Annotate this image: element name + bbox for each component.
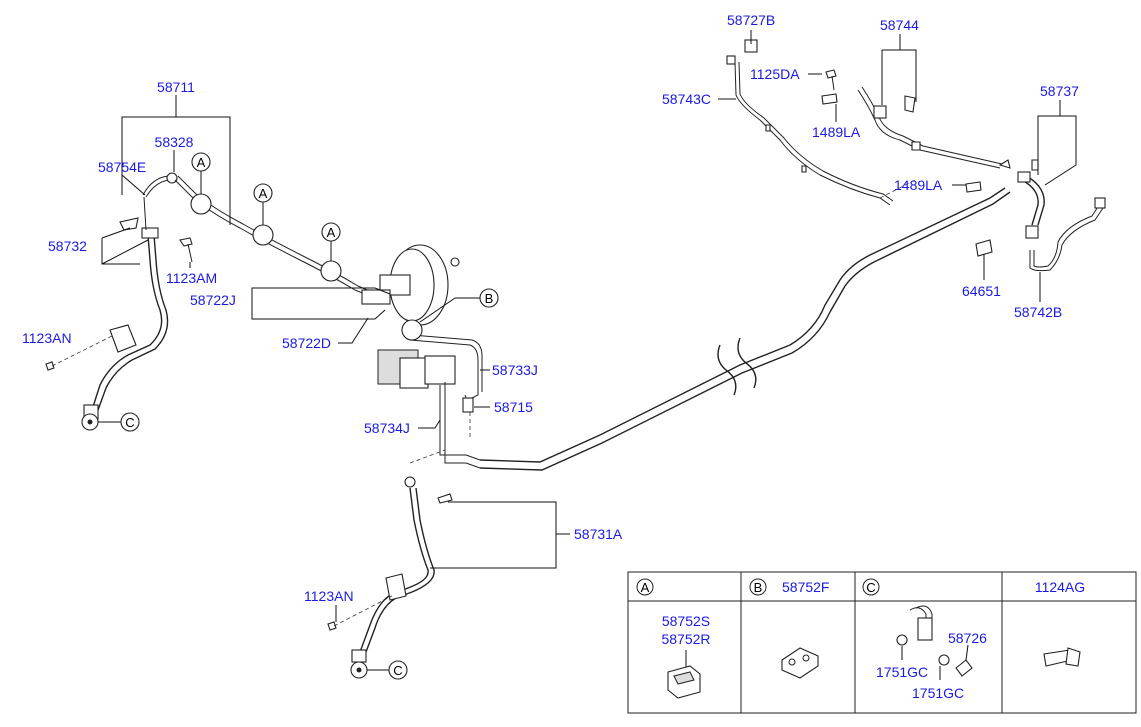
label-58722d: 58722D — [282, 335, 331, 351]
table-part-58752f: 58752F — [782, 579, 829, 595]
label-58731a: 58731A — [574, 526, 623, 542]
table-header-c: C — [866, 580, 875, 595]
table-part-58726: 58726 — [948, 630, 987, 646]
label-58711: 58711 — [157, 79, 195, 95]
leader-lines — [101, 30, 1077, 622]
table-header-1124ag: 1124AG — [1035, 579, 1085, 595]
label-58727b: 58727B — [727, 12, 775, 28]
label-58742b: 58742B — [1014, 304, 1062, 320]
washer-icon-b — [938, 654, 950, 666]
label-58734j: 58734J — [364, 420, 410, 436]
label-1489la-mid: 1489LA — [894, 177, 943, 193]
label-1123am: 1123AM — [166, 270, 217, 286]
rear-right-lines — [726, 39, 1106, 272]
front-left-hose-assembly — [45, 172, 193, 431]
label-1123an-top: 1123AN — [22, 330, 72, 346]
part-labels: 58711 58328 58754E 58732 1123AM 1123AN 5… — [22, 12, 1079, 604]
callout-a-2: A — [259, 186, 268, 201]
label-64651: 64651 — [962, 283, 1001, 299]
label-58744: 58744 — [880, 17, 919, 33]
abs-module — [377, 334, 483, 445]
callout-c-top: C — [125, 415, 134, 430]
label-1123an-bottom: 1123AN — [304, 588, 354, 604]
callout-b: B — [485, 291, 494, 306]
table-part-1751gc-a: 1751GC — [876, 664, 928, 680]
table-part-58752s: 58752S — [662, 613, 710, 629]
callout-a-1: A — [197, 155, 206, 170]
label-58743c: 58743C — [662, 91, 711, 107]
main-brake-lines — [174, 175, 1011, 471]
brake-booster — [361, 244, 460, 326]
callout-c-bottom: C — [393, 663, 402, 678]
label-58733j: 58733J — [492, 362, 538, 378]
table-part-58752r: 58752R — [661, 631, 710, 647]
callout-a-3: A — [327, 225, 336, 240]
detail-table: A B 58752F C 1124AG 58752S 58752R 58726 … — [627, 571, 1137, 714]
banjo-fitting-icon — [917, 617, 933, 641]
table-header-a: A — [641, 580, 650, 595]
callouts: A A A B C C — [98, 152, 499, 680]
label-58732: 58732 — [48, 238, 87, 254]
table-header-b: B — [754, 580, 763, 595]
label-58722j: 58722J — [190, 292, 236, 308]
label-58737: 58737 — [1040, 83, 1079, 99]
rear-left-hose-assembly — [327, 449, 453, 679]
clip-58752f-icon — [781, 647, 819, 679]
label-1125da: 1125DA — [750, 66, 800, 82]
washer-icon-a — [896, 634, 908, 646]
table-part-1751gc-b: 1751GC — [912, 685, 964, 701]
label-58715: 58715 — [494, 399, 533, 415]
label-58754e: 58754E — [98, 159, 146, 175]
label-1489la-top: 1489LA — [812, 124, 861, 140]
banjo-bolt-icon — [955, 659, 973, 677]
label-58328: 58328 — [155, 134, 194, 150]
